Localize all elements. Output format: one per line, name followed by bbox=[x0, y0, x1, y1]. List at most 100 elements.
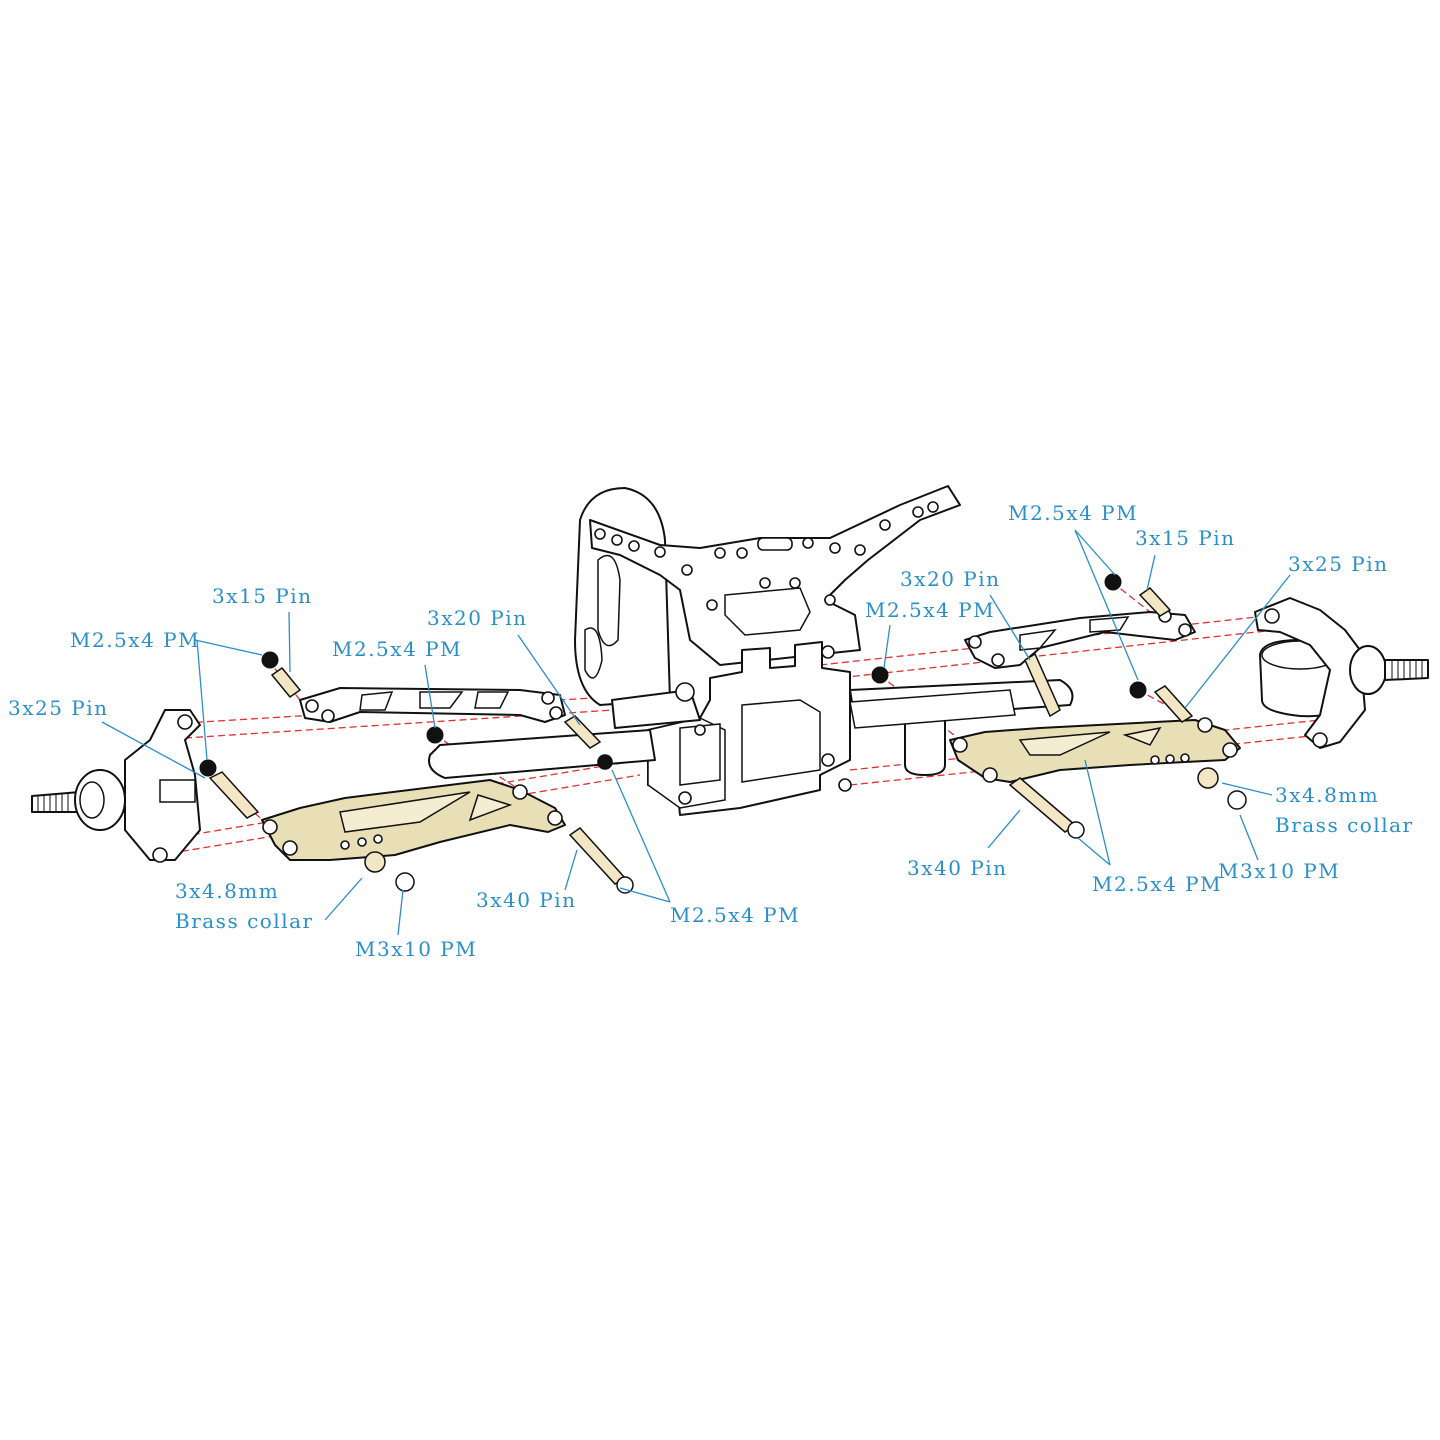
arm-hole bbox=[262, 819, 278, 835]
leader-line bbox=[424, 664, 436, 729]
hub-body bbox=[1254, 597, 1366, 749]
pin-3x20-left bbox=[563, 715, 602, 749]
arm-cutout bbox=[1019, 628, 1057, 651]
leader-line bbox=[611, 769, 671, 903]
left-lower-arm bbox=[261, 779, 566, 861]
hub-hole bbox=[177, 714, 193, 730]
arm-hole bbox=[541, 691, 555, 705]
hinge-boss bbox=[675, 682, 695, 702]
tower-hole bbox=[829, 542, 841, 554]
label-right-screw-m25-lower: M2.5x4 PM bbox=[1092, 872, 1222, 896]
tower-hole bbox=[714, 547, 726, 559]
shock-tower-holes bbox=[594, 501, 939, 611]
screw-head bbox=[426, 726, 444, 744]
label-right-pin-3x15: 3x15 Pin bbox=[1135, 526, 1236, 550]
label-right-screw-m25-top: M2.5x4 PM bbox=[1008, 501, 1138, 525]
brass-collar bbox=[364, 851, 386, 873]
arm-hole bbox=[549, 706, 563, 720]
gearbox-chassis bbox=[428, 485, 1074, 816]
leader-line bbox=[987, 809, 1021, 849]
leader-line bbox=[1146, 554, 1156, 591]
arm-cutout bbox=[468, 794, 513, 822]
label-left-pin-3x20: 3x20 Pin bbox=[427, 606, 528, 630]
arm-hole bbox=[1178, 623, 1192, 637]
arm-hole bbox=[1165, 754, 1175, 764]
tower-cutout bbox=[724, 587, 811, 636]
arm-cutout bbox=[1122, 726, 1162, 746]
leader-line bbox=[1239, 814, 1259, 861]
label-left-pin-3x25: 3x25 Pin bbox=[8, 696, 109, 720]
tower-slot bbox=[757, 537, 793, 551]
tower-hole bbox=[927, 501, 939, 513]
screw-head bbox=[261, 651, 279, 669]
label-right-screw-m3x10: M3x10 PM bbox=[1218, 859, 1340, 883]
leader-line bbox=[1221, 782, 1273, 796]
arm-hole bbox=[952, 737, 968, 753]
arm-hole bbox=[357, 837, 367, 847]
hinge-tube-top-right bbox=[849, 689, 1016, 729]
label-left-screw-m25-upper: M2.5x4 PM bbox=[332, 637, 462, 661]
hub-hole bbox=[1312, 732, 1328, 748]
right-hub-carrier bbox=[1254, 597, 1429, 749]
tower-hole bbox=[789, 577, 801, 589]
side-plate-cutout bbox=[597, 554, 621, 647]
tower-hole bbox=[706, 599, 718, 611]
axle-thread bbox=[37, 793, 69, 812]
tower-hole bbox=[654, 546, 666, 558]
callout-labels: 3x25 Pin M2.5x4 PM 3x15 Pin M2.5x4 PM 3x… bbox=[8, 501, 1412, 961]
screw-head bbox=[1067, 821, 1085, 839]
tower-hole bbox=[802, 537, 814, 549]
tower-hole bbox=[912, 506, 924, 518]
hub-slot bbox=[159, 779, 196, 803]
axle-stub bbox=[1384, 659, 1429, 681]
pin-3x20-right bbox=[1024, 652, 1061, 718]
label-left-collar-name: Brass collar bbox=[175, 909, 314, 933]
right-upper-arm bbox=[964, 609, 1196, 669]
label-right-pin-3x20: 3x20 Pin bbox=[900, 567, 1001, 591]
tower-hole bbox=[824, 594, 836, 606]
gearbox-hole bbox=[821, 645, 835, 659]
side-plate-cutout bbox=[584, 627, 603, 679]
gearbox-mid bbox=[741, 699, 821, 783]
hinge-tube-front bbox=[428, 729, 656, 779]
tower-hole bbox=[759, 577, 771, 589]
pin-3x40-left bbox=[568, 827, 627, 885]
label-left-screw-m3x10: M3x10 PM bbox=[355, 937, 477, 961]
leader-line bbox=[1074, 529, 1139, 681]
pin-3x25-left bbox=[208, 771, 260, 819]
guide-line bbox=[1111, 581, 1151, 613]
label-left-pin-3x15: 3x15 Pin bbox=[212, 584, 313, 608]
screw-head bbox=[616, 876, 634, 894]
gearbox-block bbox=[679, 723, 721, 786]
pin-3x15-left bbox=[270, 666, 302, 699]
guide-line bbox=[184, 704, 691, 739]
label-left-screw-m25-outer: M2.5x4 PM bbox=[70, 628, 200, 652]
leader-line bbox=[564, 849, 578, 891]
leader-line bbox=[194, 639, 263, 656]
label-left-pin-3x40: 3x40 Pin bbox=[476, 888, 577, 912]
gearbox-hole bbox=[694, 724, 706, 736]
leader-line bbox=[196, 639, 208, 761]
leader-lines bbox=[101, 529, 1291, 936]
hinge-tube-top bbox=[611, 689, 701, 729]
bearing-inner bbox=[79, 781, 105, 819]
gearbox-hole bbox=[838, 778, 852, 792]
arm-hole bbox=[340, 840, 350, 850]
tower-hole bbox=[594, 528, 606, 540]
leader-line bbox=[1084, 759, 1111, 866]
pin-3x25-right bbox=[1153, 685, 1194, 723]
guide-line bbox=[879, 674, 961, 741]
screw-head bbox=[1227, 790, 1247, 810]
leader-line bbox=[1184, 574, 1291, 709]
gearbox-hole bbox=[821, 753, 835, 767]
arm-cutouts bbox=[359, 691, 510, 711]
axle-thread bbox=[1391, 660, 1423, 679]
label-right-collar-size: 3x4.8mm bbox=[1275, 783, 1379, 807]
label-left-collar-size: 3x4.8mm bbox=[175, 879, 279, 903]
label-left-screw-m25-lower: M2.5x4 PM bbox=[670, 903, 800, 927]
label-right-screw-m25-mid: M2.5x4 PM bbox=[865, 598, 995, 622]
screw-head bbox=[199, 759, 217, 777]
arm-hole bbox=[1197, 717, 1213, 733]
hub-hole bbox=[152, 847, 168, 863]
